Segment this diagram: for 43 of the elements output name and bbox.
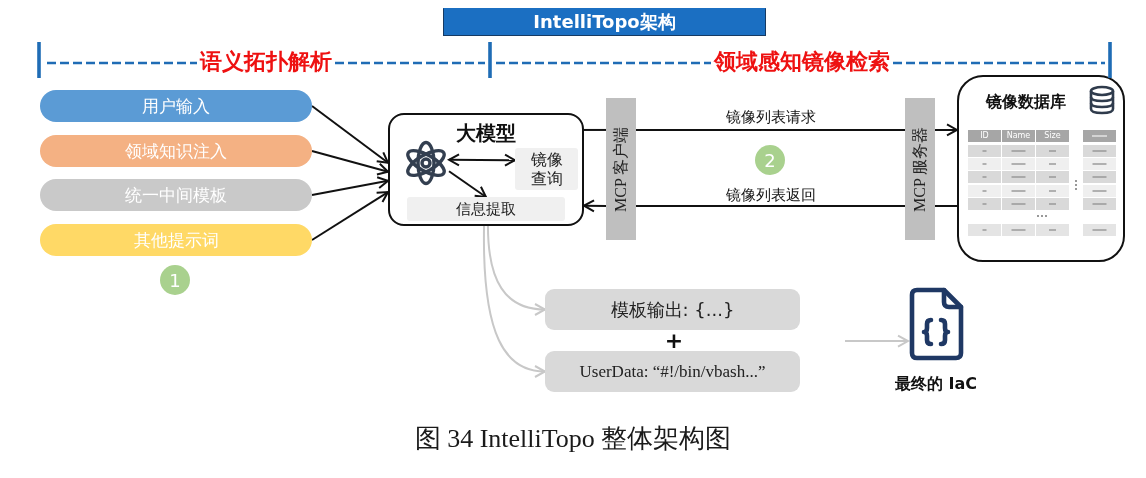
edge-label: 镜像列表返回 [723,185,818,204]
vertical-bar: MCP 服务器 [905,98,935,240]
connector-line [635,204,906,207]
connector-line [583,128,607,131]
atom-icon [403,140,449,186]
title-banner: IntelliTopo架构 [443,8,766,36]
arrow [311,150,389,176]
arrow [486,225,546,316]
arrow [311,191,389,241]
connector-line [934,204,958,207]
model-box [388,113,584,226]
arrow [844,334,909,348]
arrow [448,170,487,198]
output-box: UserData: “#!/bin/vbash...” [545,351,800,392]
arrow [483,225,546,378]
input-pill: 用户输入 [40,90,312,122]
file-icon [908,287,964,361]
section-heading: 语义拓扑解析 [200,48,332,76]
caption: 图 34 IntelliTopo 整体架构图 [414,423,732,455]
input-pill: 领域知识注入 [40,135,312,167]
box-title: 镜像数据库 [984,91,1067,113]
box-title: 大模型 [455,120,517,146]
table-header-cell: ID [968,130,1001,142]
arrow [311,105,389,164]
vertical-bar: MCP 客户端 [606,98,636,240]
arrow [311,176,389,196]
arrow [448,153,516,167]
step-number: 2 [755,145,785,175]
table-header-cell: Size [1036,130,1069,142]
step-number: 1 [160,265,190,295]
input-pill: 其他提示词 [40,224,312,256]
plus-sign: + [664,329,684,353]
connector-line [635,128,906,131]
arrow [583,199,607,213]
table-header-cell: Name [1002,130,1035,142]
database-box [957,75,1125,262]
output-box: 模板输出: {...} [545,289,800,330]
arrow [934,123,958,137]
section-heading: 领域感知镜像检索 [714,48,890,76]
icon-caption: 最终的 IaC [893,373,979,395]
extract-box: 信息提取 [407,197,565,221]
query-box: 镜像查询 [515,148,578,190]
edge-label: 镜像列表请求 [723,107,818,126]
